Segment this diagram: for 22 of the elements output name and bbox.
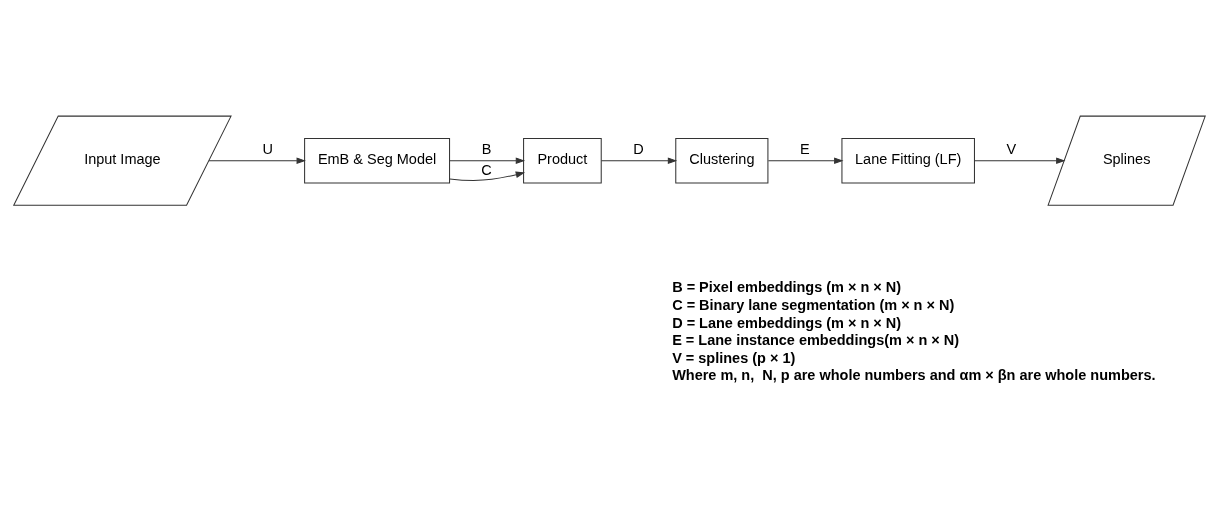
arrow xyxy=(767,156,844,164)
arrow xyxy=(449,171,526,181)
node-box: Product xyxy=(523,137,602,183)
label: D = Lane embeddings (m × n × N) xyxy=(672,314,902,331)
node-box: Clustering xyxy=(675,137,769,183)
edge-label: V xyxy=(1006,140,1017,157)
arrow xyxy=(600,156,678,164)
edge-label: E xyxy=(800,140,810,157)
edge-label: B xyxy=(481,140,492,157)
label: B = Pixel embeddings (m × n × N) xyxy=(672,278,902,295)
label: Where m, n, N, p are whole numbers and αm × βn are whole numbers. xyxy=(672,366,1156,383)
arrow xyxy=(208,156,306,164)
edge-label: U xyxy=(262,140,273,157)
edge-label: C xyxy=(481,161,492,178)
edge-label: D xyxy=(633,140,644,157)
arrow xyxy=(974,156,1066,164)
label: E = Lane instance embeddings(m × n × N) xyxy=(672,331,960,348)
label: C = Binary lane segmentation (m × n × N) xyxy=(672,296,955,313)
node-box: EmB & Seg Model xyxy=(304,137,451,183)
node-box: Lane Fitting (LF) xyxy=(841,137,975,183)
label: V = splines (p × 1) xyxy=(672,349,796,366)
arrow xyxy=(449,156,526,164)
